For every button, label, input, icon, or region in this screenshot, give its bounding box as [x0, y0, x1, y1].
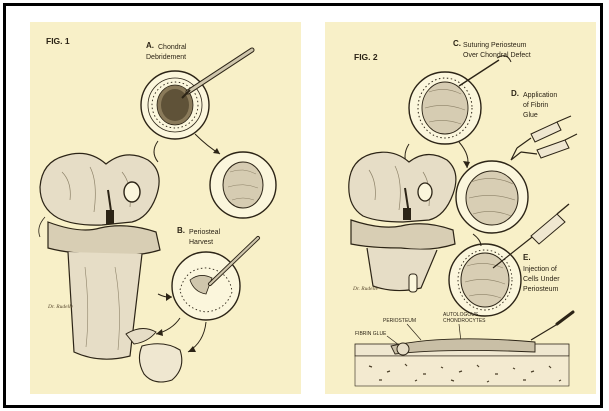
fig2-label: FIG. 2: [354, 52, 378, 62]
fibrin-glue-circle: [456, 161, 528, 233]
fig1-label: FIG. 1: [46, 36, 70, 46]
step-b-line-1: Periosteal: [189, 229, 221, 236]
periosteal-harvest-circle: [172, 252, 240, 320]
step-a-line-1: Chondral: [158, 44, 187, 51]
step-a-letter: A.: [146, 41, 154, 50]
suture-needle: [459, 56, 511, 86]
step-e-letter: E.: [523, 253, 531, 262]
fig2-panel: FIG. 2 C. Suturing Periosteum Over Chond…: [325, 22, 596, 394]
fig1-panel: FIG. 1 A. Chondral Debridement: [30, 22, 301, 394]
figure-frame: FIG. 1 A. Chondral Debridement: [3, 3, 603, 408]
periosteal-graft: [126, 328, 182, 382]
arrow-a-knee: [154, 141, 158, 162]
step-a-line-2: Debridement: [146, 54, 186, 61]
step-c-letter: C.: [453, 39, 461, 48]
fibrin-glue-syringe: [511, 116, 577, 160]
step-b-letter: B.: [177, 226, 185, 235]
periosteum-label: PERIOSTEUM: [383, 318, 416, 324]
fig2-illustration: FIG. 2 C. Suturing Periosteum Over Chond…: [325, 22, 596, 394]
sutured-periosteum-circle: [409, 72, 481, 144]
step-d-letter: D.: [511, 89, 519, 98]
fig2-signature: Dr. Rudelle: [352, 286, 379, 292]
fibrin-glue-label: FIBRIN GLUE: [355, 331, 387, 337]
fig1-signature: Dr. Rudelle: [47, 304, 74, 310]
curette-instrument: [182, 50, 252, 98]
step-e-line-1: Injection of: [523, 266, 557, 273]
chondrocytes-label-2: CHONDROCYTES: [443, 318, 486, 324]
step-d-line-3: Glue: [523, 112, 538, 119]
knee-joint-drawing-2: [349, 152, 456, 292]
step-c-line-1: Suturing Periosteum: [463, 42, 527, 49]
excised-cartilage-circle: [210, 152, 276, 218]
step-d-line-2: of Fibrin: [523, 102, 548, 109]
step-c-line-2: Over Chondral Defect: [463, 52, 531, 59]
step-e-line-3: Periosteum: [523, 286, 559, 293]
arrow-b-graft: [188, 322, 206, 352]
step-b-line-2: Harvest: [189, 239, 213, 246]
debridement-circle: [141, 71, 209, 139]
step-e-line-2: Cells Under: [523, 276, 560, 283]
step-d-line-1: Application: [523, 92, 557, 99]
fig1-illustration: FIG. 1 A. Chondral Debridement: [30, 22, 301, 394]
